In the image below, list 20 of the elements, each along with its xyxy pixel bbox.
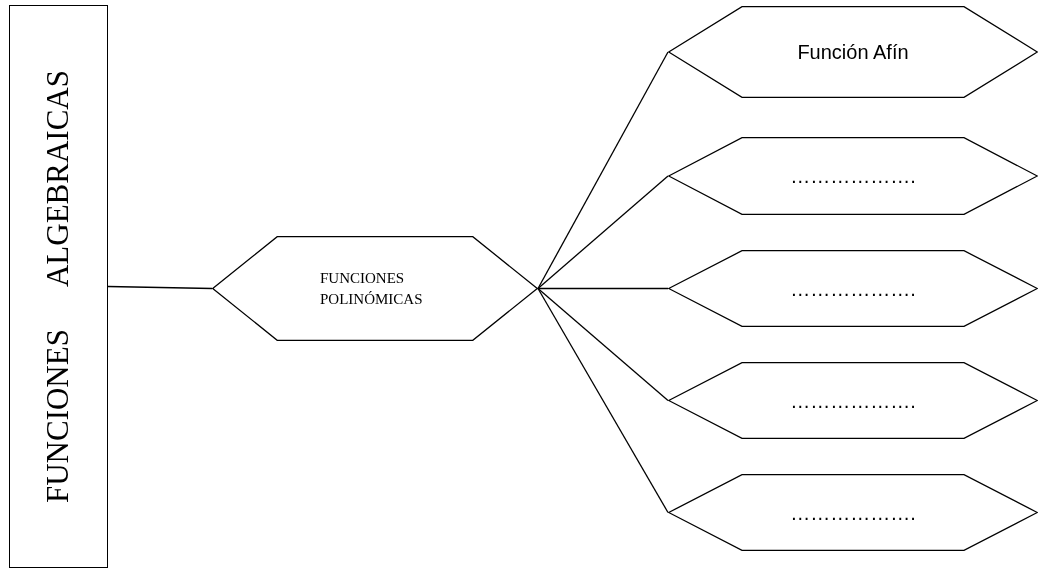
hexagon-node [212,236,538,341]
node-label: ………………. [790,164,916,189]
node-label: FUNCIONES ALGEBRAICAS [39,70,77,503]
connector-line [537,287,669,514]
hexagon-node [668,362,1038,439]
connector-line [107,285,213,290]
node-label: FUNCIONES POLINÓMICAS [320,268,424,309]
hexagon-node [668,474,1038,551]
hexagon-node [668,6,1038,98]
node-label: Función Afín [797,40,909,65]
node-label: ………………. [790,500,916,526]
hexagon-node [668,250,1038,327]
node-label: ………………. [790,388,916,414]
node-label: ………………. [790,276,916,302]
connector-line [537,287,669,402]
connector-line [537,287,669,290]
hexagon-node [668,137,1038,215]
connector-line [537,175,669,290]
connector-line [537,51,669,290]
vertical-box [9,5,108,568]
